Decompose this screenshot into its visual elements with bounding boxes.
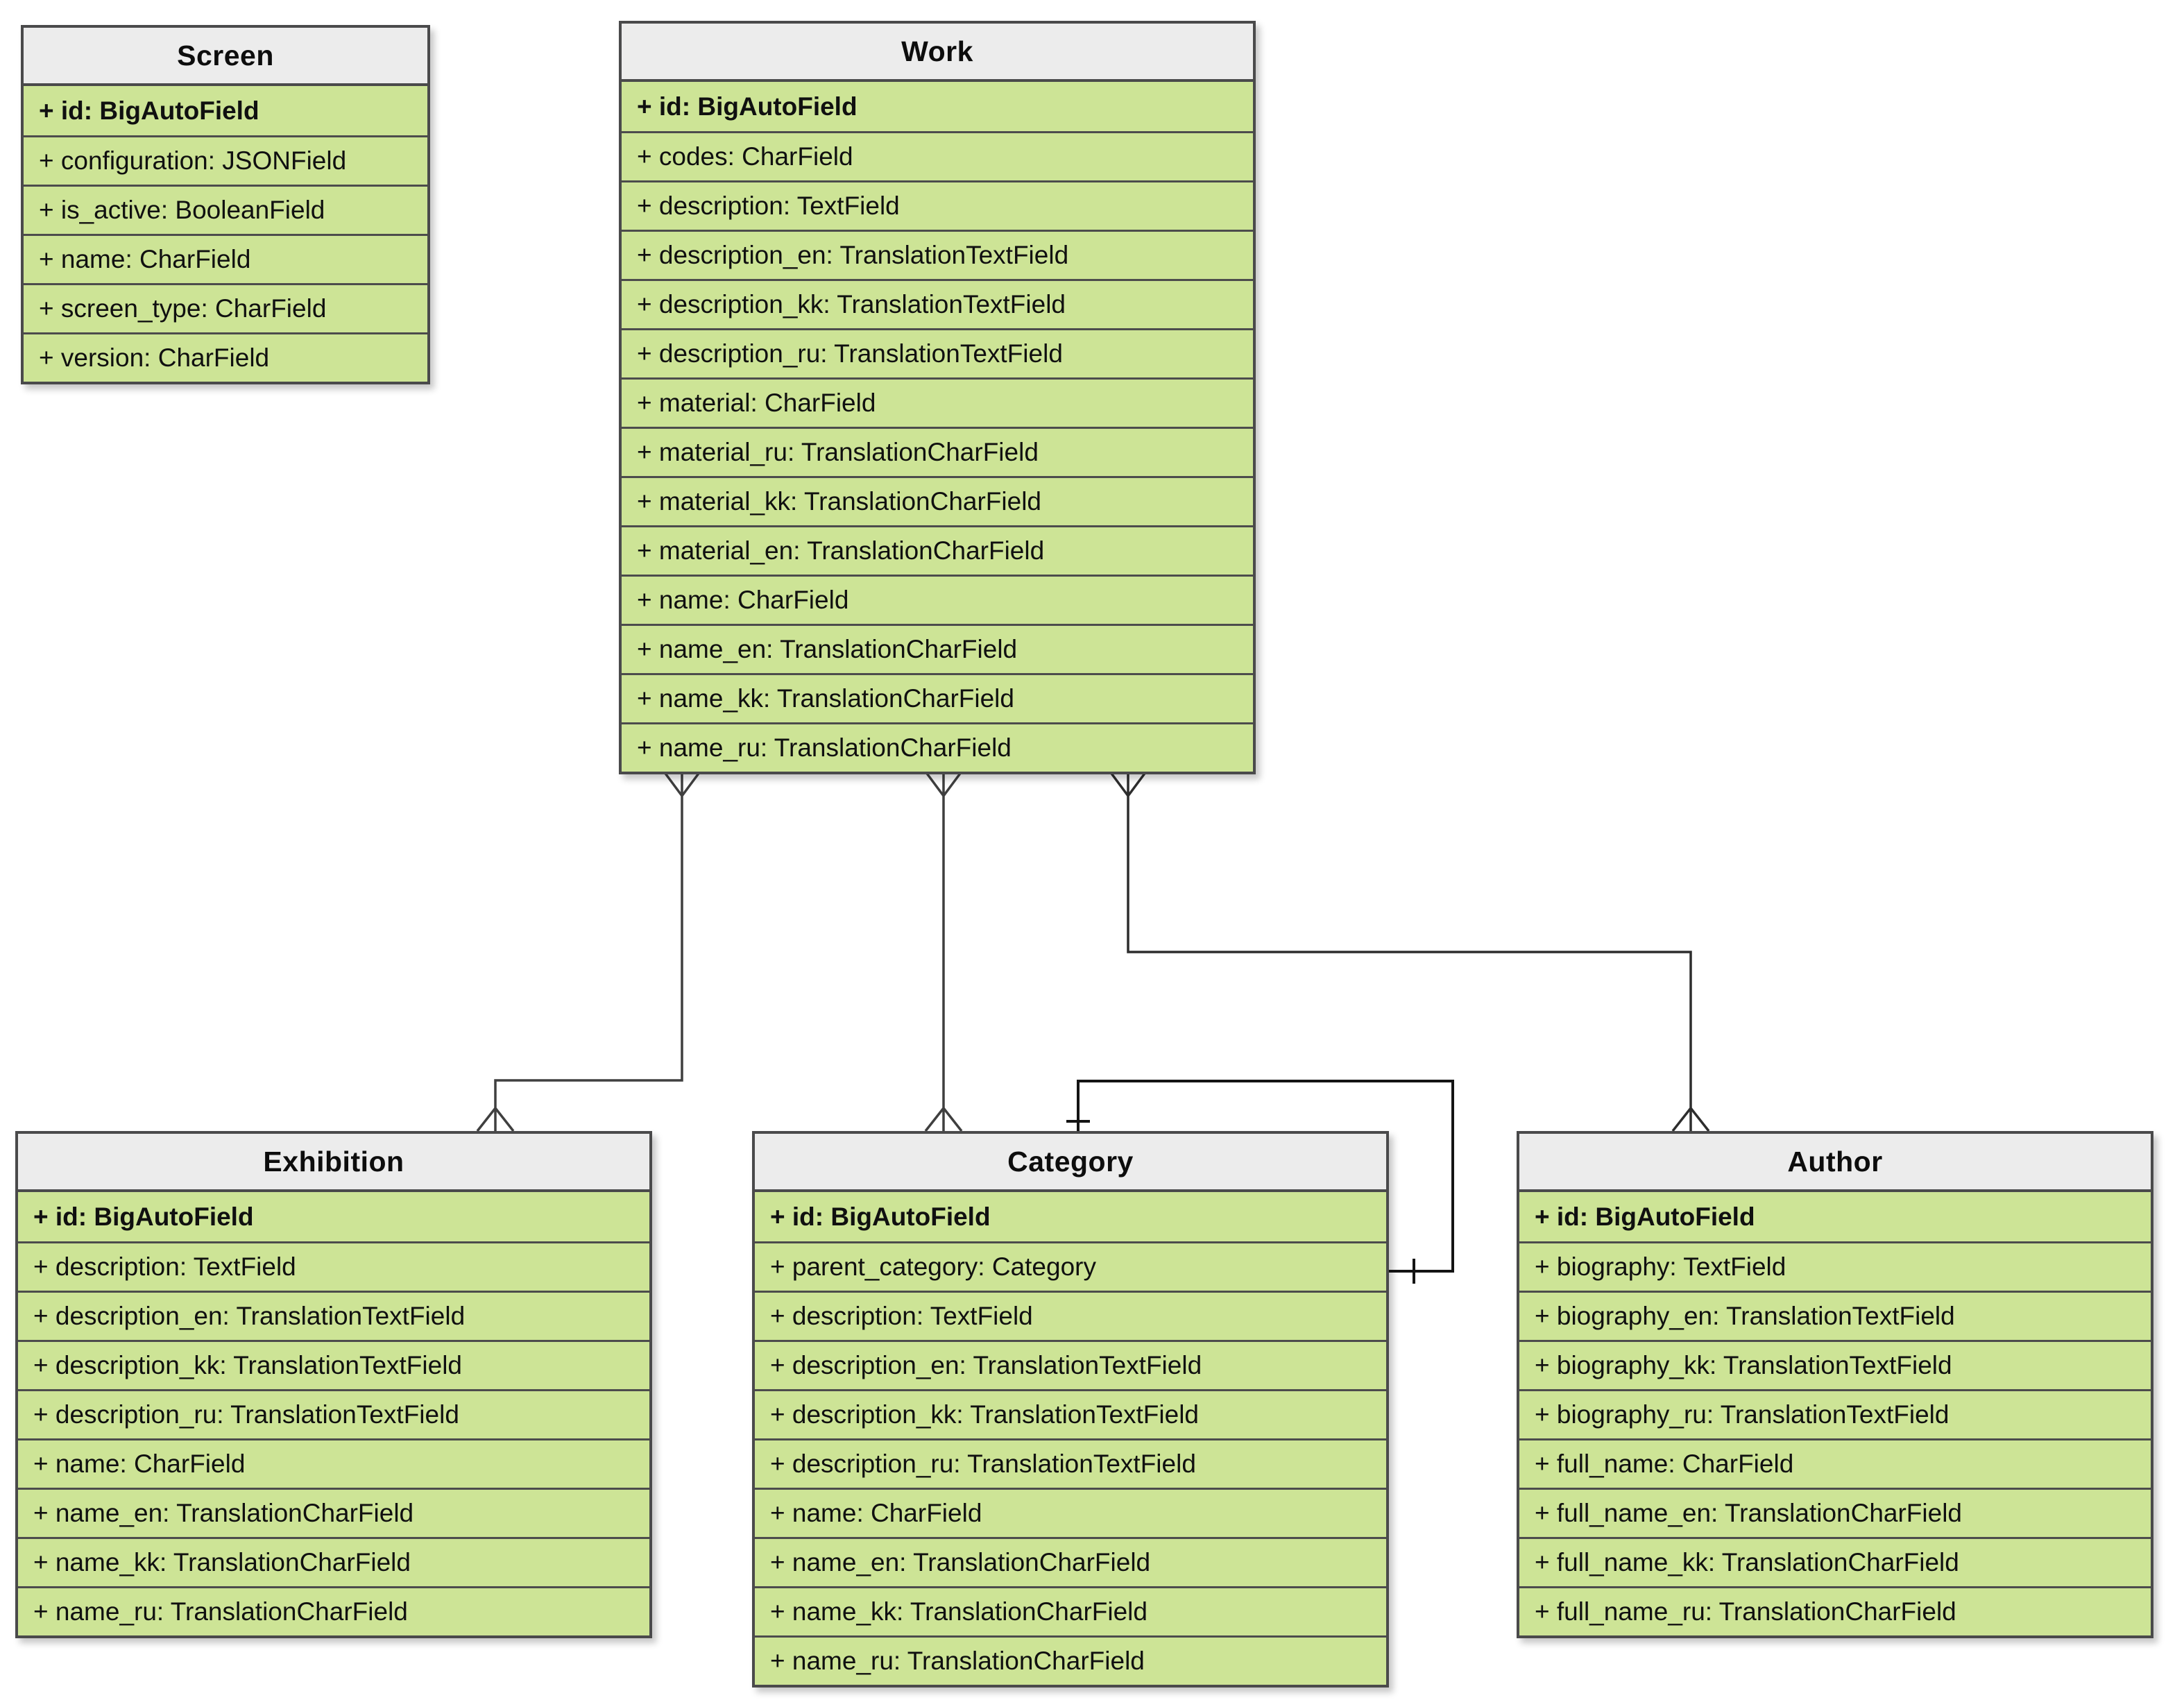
entity-title: Category: [755, 1134, 1386, 1192]
entity-field-list: + id: BigAutoField + biography: TextField…: [1519, 1192, 2151, 1635]
entity-field-row: + name_en: TranslationCharField: [755, 1537, 1386, 1586]
entity-field-row: + name: CharField: [24, 234, 427, 283]
entity-table-screen: Screen + id: BigAutoField + configuration…: [21, 25, 430, 384]
entity-field-row: + full_name: CharField: [1519, 1438, 2151, 1488]
entity-table-work: Work + id: BigAutoField + codes: CharFiel…: [619, 21, 1256, 774]
entity-title: Work: [622, 24, 1253, 82]
entity-field-row: + name: CharField: [622, 575, 1253, 624]
entity-field-row: + id: BigAutoField: [33, 1202, 254, 1231]
entity-field-row: + description: TextField: [622, 180, 1253, 230]
entity-title: Screen: [24, 28, 427, 86]
entity-field-row: + full_name_en: TranslationCharField: [1519, 1488, 2151, 1537]
entity-field-row: + name_kk: TranslationCharField: [18, 1537, 649, 1586]
entity-field-row: + name: CharField: [755, 1488, 1386, 1537]
entity-field-row: + description_en: TranslationTextField: [622, 230, 1253, 279]
entity-field-row: + description_ru: TranslationTextField: [755, 1438, 1386, 1488]
connector-work-to-exhibition: [476, 770, 701, 1132]
entity-field-row: + name_ru: TranslationCharField: [755, 1635, 1386, 1685]
entity-title: Author: [1519, 1134, 2151, 1192]
connector-work-to-author: [1109, 770, 1710, 1132]
entity-field-row: + screen_type: CharField: [24, 283, 427, 332]
entity-field-row: + name: CharField: [18, 1438, 649, 1488]
entity-field-row: + name_ru: TranslationCharField: [18, 1586, 649, 1635]
entity-table-exhibition: Exhibition + id: BigAutoField + descripti…: [15, 1131, 652, 1638]
entity-field-row: + description: TextField: [755, 1291, 1386, 1340]
entity-field-row: + material_kk: TranslationCharField: [622, 476, 1253, 525]
entity-field-row: + description_kk: TranslationTextField: [755, 1389, 1386, 1438]
entity-field-row: + biography_en: TranslationTextField: [1519, 1291, 2151, 1340]
entity-field-row: + version: CharField: [24, 332, 427, 382]
entity-field-row: + description: TextField: [18, 1241, 649, 1291]
entity-field-row: + full_name_kk: TranslationCharField: [1519, 1537, 2151, 1586]
connector-work-to-category: [924, 770, 963, 1132]
entity-field-row: + name_kk: TranslationCharField: [622, 673, 1253, 722]
entity-field-list: + id: BigAutoField + description: TextFie…: [18, 1192, 649, 1635]
entity-field-list: + id: BigAutoField + parent_category: Cat…: [755, 1192, 1386, 1685]
entity-field-row: + codes: CharField: [622, 131, 1253, 180]
entity-field-row: + description_ru: TranslationTextField: [622, 328, 1253, 377]
entity-table-author: Author + id: BigAutoField + biography: Te…: [1517, 1131, 2153, 1638]
entity-field-row: + configuration: JSONField: [24, 135, 427, 185]
entity-field-row: + biography: TextField: [1519, 1241, 2151, 1291]
entity-field-row: + parent_category: Category: [755, 1241, 1386, 1291]
entity-table-category: Category + id: BigAutoField + parent_cate…: [752, 1131, 1389, 1688]
entity-field-row: + full_name_ru: TranslationCharField: [1519, 1586, 2151, 1635]
entity-field-row: + id: BigAutoField: [770, 1202, 991, 1231]
entity-field-row: + biography_ru: TranslationTextField: [1519, 1389, 2151, 1438]
entity-field-row: + material_en: TranslationCharField: [622, 525, 1253, 575]
entity-field-row: + material_ru: TranslationCharField: [622, 427, 1253, 476]
entity-field-row: + description_ru: TranslationTextField: [18, 1389, 649, 1438]
entity-title: Exhibition: [18, 1134, 649, 1192]
entity-field-row: + description_en: TranslationTextField: [18, 1291, 649, 1340]
entity-field-row: + material: CharField: [622, 377, 1253, 427]
entity-field-list: + id: BigAutoField + configuration: JSONF…: [24, 86, 427, 382]
entity-field-row: + is_active: BooleanField: [24, 185, 427, 234]
entity-field-row: + id: BigAutoField: [39, 96, 259, 125]
entity-field-list: + id: BigAutoField+ codes: CharField+ de…: [622, 82, 1253, 772]
entity-field-row: + name_kk: TranslationCharField: [755, 1586, 1386, 1635]
entity-field-row: + name_en: TranslationCharField: [18, 1488, 649, 1537]
entity-field-row: + name_ru: TranslationCharField: [622, 722, 1253, 772]
entity-field-row: + name_en: TranslationCharField: [622, 624, 1253, 673]
entity-field-row: + description_kk: TranslationTextField: [18, 1340, 649, 1389]
entity-field-row: + description_en: TranslationTextField: [755, 1340, 1386, 1389]
entity-field-row: + description_kk: TranslationTextField: [622, 279, 1253, 328]
entity-field-row: + id: BigAutoField: [637, 92, 858, 121]
entity-field-row: + id: BigAutoField: [1535, 1202, 1755, 1231]
entity-field-row: + biography_kk: TranslationTextField: [1519, 1340, 2151, 1389]
